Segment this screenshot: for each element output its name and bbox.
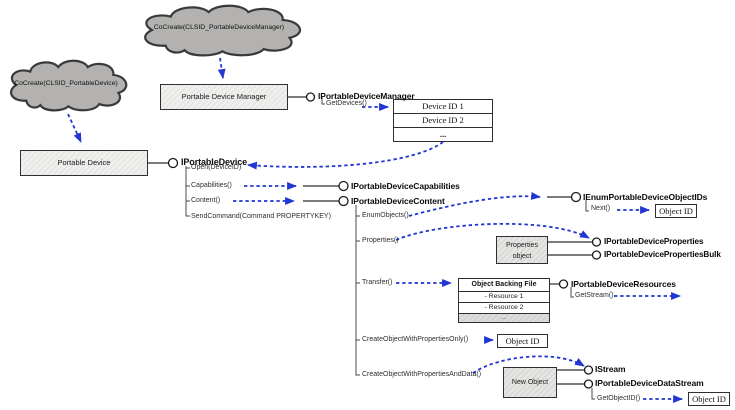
device-id-row: Device ID 2 [394, 114, 492, 128]
method-content: Content() [191, 197, 221, 204]
method-getobjectid: GetObjectID() [597, 395, 641, 402]
iface-ienumportabledeviceobjectids: IEnumPortableDeviceObjectIDs [583, 192, 708, 202]
call-arrows [67, 57, 683, 403]
lollipop-stems [148, 96, 592, 385]
device-id-row: Device ID 1 [394, 100, 492, 114]
resource-row: - Resource 1 [459, 292, 549, 303]
arrow-properties [395, 222, 590, 241]
iface-iportabledevicepropertiesbulk: IPortableDevicePropertiesBulk [604, 250, 721, 259]
object-id-box-next: Object ID [655, 204, 697, 218]
backing-file-header: Object Backing File [459, 279, 549, 292]
method-sendcommand: SendCommand(Command PROPERTYKEY) [191, 213, 331, 220]
method-create-props-data: CreateObjectWithPropertiesAndData() [362, 371, 482, 378]
method-capabilities: Capabilities() [191, 182, 232, 189]
device-id-row: ... [439, 129, 447, 139]
arrow-enumobjects [408, 192, 541, 217]
object-backing-file-box: Object Backing File - Resource 1 - Resou… [458, 278, 550, 323]
iface-iportabledevice: IPortableDevice [181, 157, 248, 167]
iface-iportabledeviceproperties: IPortableDeviceProperties [604, 237, 704, 246]
iface-iportabledevicedatastream: IPortableDeviceDataStream [595, 378, 704, 388]
cocreate-manager-label: CoCreate(CLSID_PortableDeviceManager) [153, 24, 285, 31]
iface-istream: IStream [595, 364, 626, 374]
properties-object-box: Properties object [496, 236, 548, 264]
method-open: Open(DeviceID) [191, 164, 242, 171]
method-getdevices: GetDevices() [326, 100, 367, 107]
arrow-cloud-to-device [67, 113, 82, 143]
object-id-box-create: Object ID [497, 334, 548, 348]
arrow-cloud-to-manager [217, 57, 226, 79]
iface-iportabledevicecontent: IPortableDeviceContent [351, 196, 445, 206]
resource-row-more: ... [459, 314, 549, 322]
method-transfer: Transfer() [362, 279, 393, 286]
method-brackets [185, 96, 595, 400]
new-object-box: New Object [503, 367, 557, 398]
iface-iportabledeviceresources: IPortableDeviceResources [571, 279, 676, 289]
arrow-deviceid-to-open [247, 141, 444, 170]
iface-iportabledevicecapabilities: IPortableDeviceCapabilities [351, 181, 460, 191]
portable-device-manager-box: Portable Device Manager [160, 84, 288, 110]
object-id-box-getobjectid: Object ID [688, 392, 730, 406]
cocreate-device-label: CoCreate(CLSID_PortableDevice) [14, 80, 118, 87]
resource-row: - Resource 2 [459, 303, 549, 314]
iface-iportabledevicemanager: IPortableDeviceManager [318, 91, 415, 101]
portable-device-box: Portable Device [20, 150, 148, 176]
device-id-list: Device ID 1 Device ID 2 ... [393, 99, 493, 142]
method-enumobjects: EnumObjects() [362, 212, 409, 219]
method-create-props-only: CreateObjectWithPropertiesOnly() [362, 336, 469, 343]
method-properties: Properties() [362, 237, 399, 244]
arrow-create-props-data [472, 355, 585, 374]
method-getstream: GetStream() [575, 292, 614, 299]
method-next: Next() [591, 205, 611, 212]
interface-lollipops [167, 92, 602, 389]
